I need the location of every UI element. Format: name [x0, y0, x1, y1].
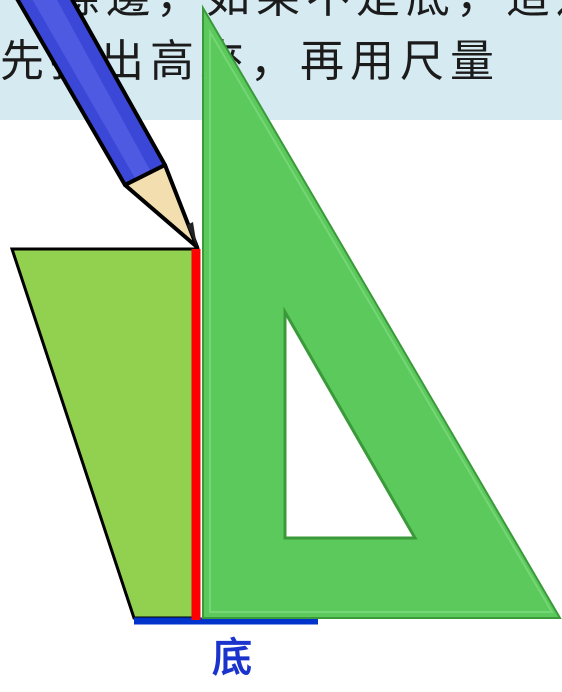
parallelogram-shape — [9, 247, 200, 620]
pencil-icon — [15, 0, 199, 249]
set-square — [202, 4, 562, 619]
base-label: 底 — [212, 634, 252, 681]
caption-line-1: 一條邊，如果不是底，這邊 — [6, 0, 562, 20]
set-square-cutout — [283, 306, 418, 540]
